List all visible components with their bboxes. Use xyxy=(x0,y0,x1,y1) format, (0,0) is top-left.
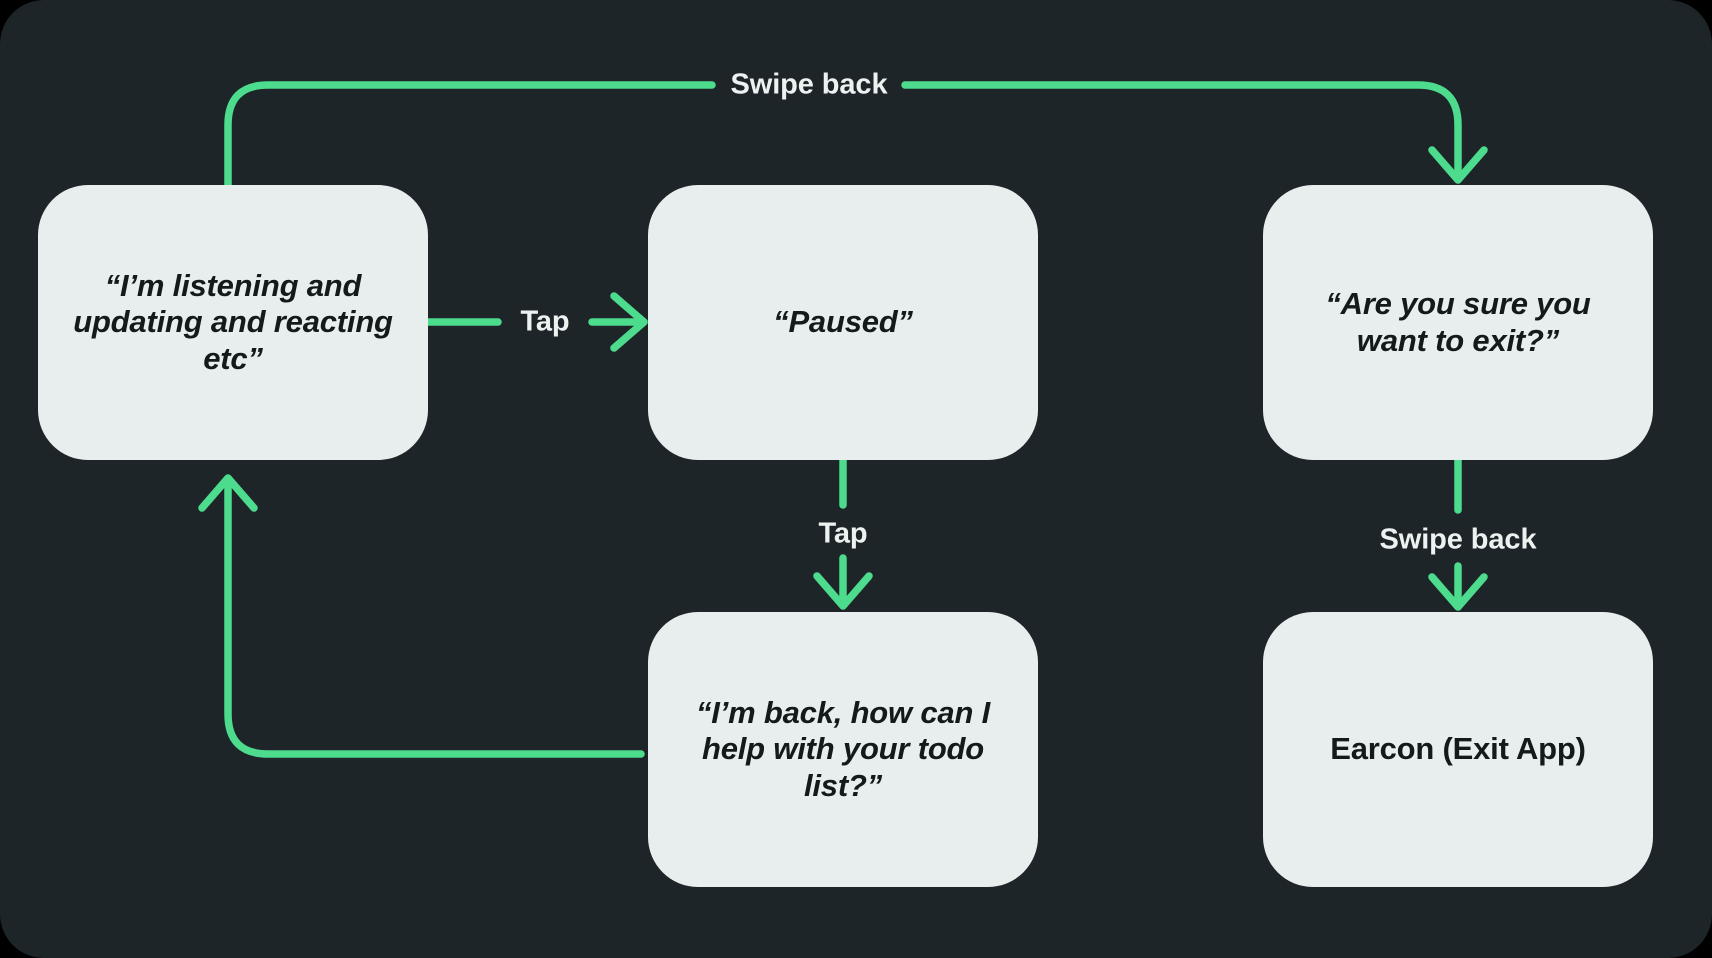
arrowhead-right-paused xyxy=(610,292,648,352)
node-back-todo[interactable]: “I’m back, how can I help with your todo… xyxy=(648,612,1038,887)
node-earcon-label: Earcon (Exit App) xyxy=(1330,731,1586,767)
edge-swipe-back-top-right-segment xyxy=(901,81,1462,176)
node-back-todo-label: “I’m back, how can I help with your todo… xyxy=(695,695,991,803)
edge-return-back-todo-to-listening xyxy=(224,483,645,758)
node-paused-label: “Paused” xyxy=(773,304,913,340)
edge-label-tap-paused-to-back-todo: Tap xyxy=(818,517,868,550)
node-confirm-exit[interactable]: “Are you sure you want to exit?” xyxy=(1263,185,1653,460)
edge-label-tap-listening-to-paused: Tap xyxy=(520,305,570,338)
node-listening[interactable]: “I’m listening and updating and reacting… xyxy=(38,185,428,460)
node-earcon[interactable]: Earcon (Exit App) xyxy=(1263,612,1653,887)
node-confirm-exit-label: “Are you sure you want to exit?” xyxy=(1325,286,1591,358)
arrowhead-down-earcon xyxy=(1428,573,1488,611)
node-paused[interactable]: “Paused” xyxy=(648,185,1038,460)
edge-label-swipe-back-right: Swipe back xyxy=(1379,523,1537,556)
node-listening-label: “I’m listening and updating and reacting… xyxy=(73,268,393,376)
arrowhead-up-listening xyxy=(198,474,258,512)
edge-swipe-back-top-left-segment xyxy=(224,81,716,192)
edge-label-swipe-back-top: Swipe back xyxy=(730,68,888,101)
arrowhead-down-back-todo xyxy=(813,572,873,610)
arrowhead-down-confirm-exit xyxy=(1428,146,1488,184)
